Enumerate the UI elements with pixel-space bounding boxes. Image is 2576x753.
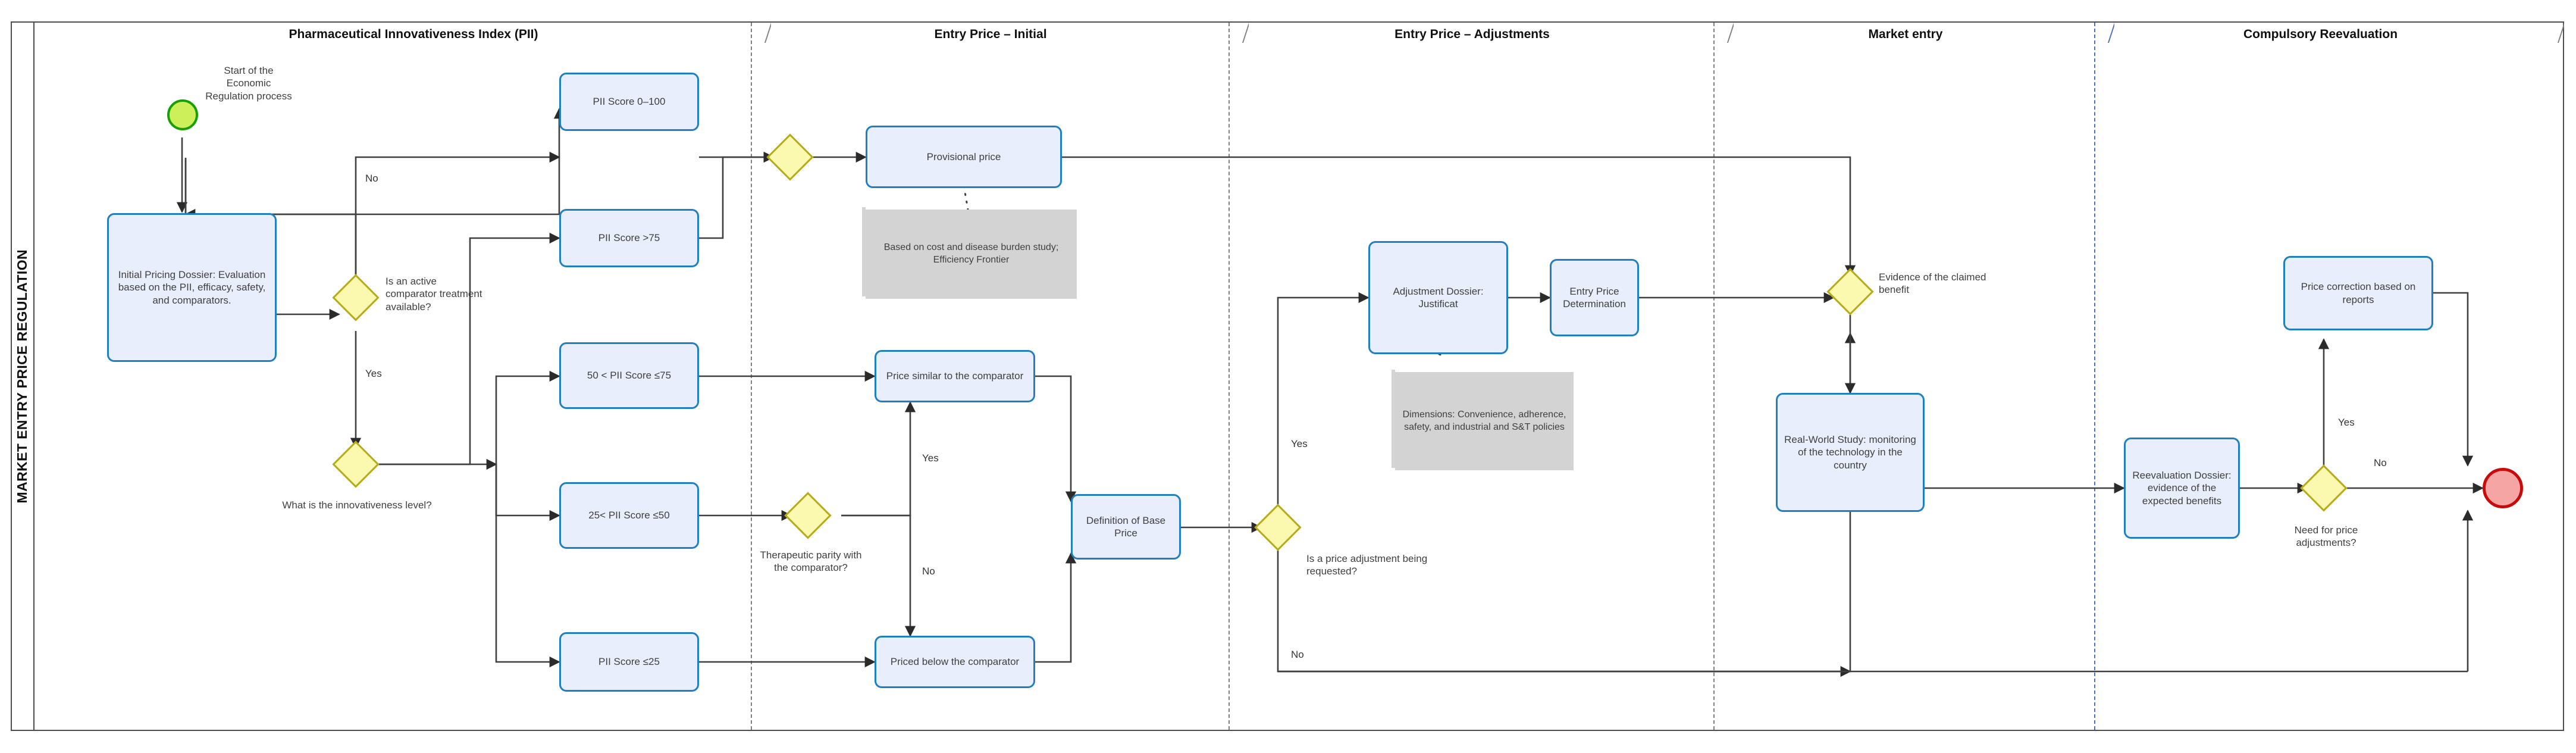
gateway-active-comparator-caption: Is an active comparator treatment availa… — [386, 276, 482, 313]
phase-title-entry-initial: Entry Price – Initial — [934, 27, 1047, 41]
task-definition-of-base-price[interactable]: Definition of Base Price — [1071, 494, 1181, 560]
flow-label-adjust-yes: Yes — [1291, 438, 1308, 449]
task-provisional-price[interactable]: Provisional price — [866, 126, 1062, 188]
task-pii-score-gt-75[interactable]: PII Score >75 — [559, 209, 699, 267]
task-pii-score-50-75[interactable]: 50 < PII Score ≤75 — [559, 342, 699, 409]
task-pii-score-0-100[interactable]: PII Score 0–100 — [559, 73, 699, 131]
phase-divider-2 — [1229, 23, 1230, 730]
pool-outline — [11, 21, 2564, 731]
gateway-evidence-caption: Evidence of the claimed benefit — [1879, 271, 1986, 296]
flow-label-parity-no: No — [922, 565, 935, 577]
task-real-world-study[interactable]: Real-World Study: monitoring of the tech… — [1776, 393, 1925, 512]
phase-title-reevaluation: Compulsory Reevaluation — [2243, 27, 2398, 41]
phase-title-market-entry: Market entry — [1868, 27, 1943, 41]
flow-label-need-yes: Yes — [2338, 417, 2355, 428]
task-priced-below-comparator[interactable]: Priced below the comparator — [875, 636, 1035, 688]
flow-label-need-no: No — [2374, 457, 2387, 468]
flow-label-comparator-no: No — [365, 173, 378, 184]
start-event[interactable] — [167, 99, 198, 130]
gateway-need-price-caption: Need for price adjustments? — [2294, 524, 2358, 549]
pool-title: MARKET ENTRY PRICE REGULATION — [14, 249, 30, 504]
gateway-therapeutic-parity-caption: Therapeutic parity with the comparator? — [760, 549, 862, 574]
phase-divider-1 — [751, 23, 752, 730]
flow-label-comparator-yes: Yes — [365, 368, 382, 379]
pool-header: MARKET ENTRY PRICE REGULATION — [11, 21, 35, 731]
note-provisional-price: Based on cost and disease burden study; … — [862, 207, 1077, 299]
task-adjustment-dossier[interactable]: Adjustment Dossier: Justificat — [1368, 241, 1508, 354]
gateway-innovativeness-level-caption: What is the innovativeness level? — [282, 499, 432, 511]
flow-label-adjust-no: No — [1291, 649, 1304, 660]
task-initial-pricing-dossier[interactable]: Initial Pricing Dossier: Evaluation base… — [107, 213, 277, 362]
phase-title-entry-adjust: Entry Price – Adjustments — [1394, 27, 1550, 41]
task-reevaluation-dossier[interactable]: Reevaluation Dossier: evidence of the ex… — [2124, 438, 2240, 539]
task-pii-score-le-25[interactable]: PII Score ≤25 — [559, 632, 699, 692]
phase-title-pii: Pharmaceutical Innovativeness Index (PII… — [289, 27, 538, 41]
task-pii-score-25-50[interactable]: 25< PII Score ≤50 — [559, 482, 699, 549]
task-price-correction-based-on-reports[interactable]: Price correction based on reports — [2283, 256, 2433, 330]
task-entry-price-determination[interactable]: Entry Price Determination — [1550, 259, 1639, 336]
end-event[interactable] — [2483, 468, 2523, 508]
task-price-similar-to-comparator[interactable]: Price similar to the comparator — [875, 350, 1035, 402]
flow-label-parity-yes: Yes — [922, 452, 939, 464]
start-event-caption: Start of the Economic Regulation process — [205, 65, 292, 102]
gateway-price-adjustment-caption: Is a price adjustment being requested? — [1306, 553, 1428, 577]
phase-divider-3 — [1713, 23, 1715, 730]
note-dimensions: Dimensions: Convenience, adherence, safe… — [1392, 370, 1574, 470]
phase-divider-4 — [2094, 23, 2095, 730]
phase-notch-5 — [2544, 23, 2564, 43]
